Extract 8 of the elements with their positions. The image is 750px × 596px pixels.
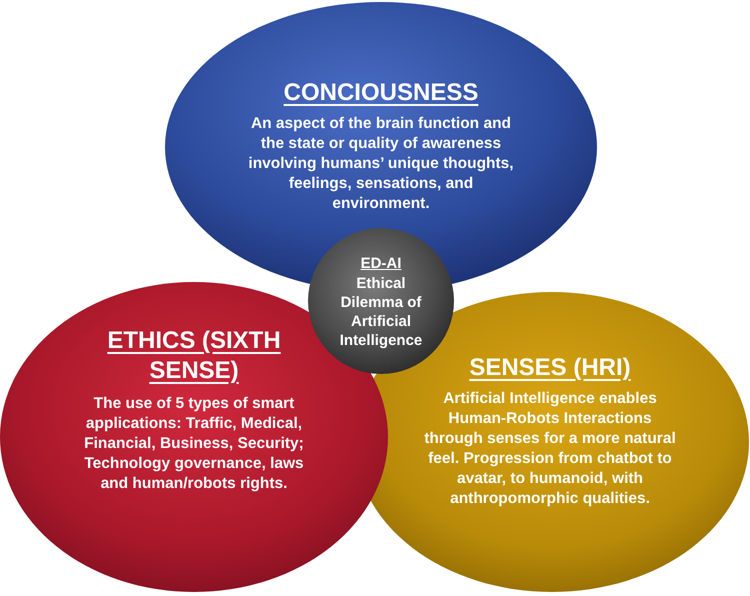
heading: ETHICS (SIXTH SENSE)	[106, 326, 282, 386]
heading: SENSES (HRI)	[468, 353, 632, 383]
heading: ED-AI	[360, 254, 402, 273]
heading: CONCIOUSNESS	[282, 78, 480, 108]
description: The use of 5 types of smart applications: Traffic, Medical, Financial, Business, Security; Technology governance, laws and human/robots rights.	[83, 394, 305, 494]
description: Artificial Intelligence enables Human-Robots Interactions through senses for a more natural feel. Progression from chatbot to avatar, to humanoid, with anthropomorphic qualities.	[423, 389, 677, 509]
description: Ethical Dilemma of Artificial Intelligence	[338, 274, 424, 350]
description: An aspect of the brain function and the state or quality of awareness involving humans’ unique thoughts, feelings, sensations, and environment.	[247, 114, 515, 214]
